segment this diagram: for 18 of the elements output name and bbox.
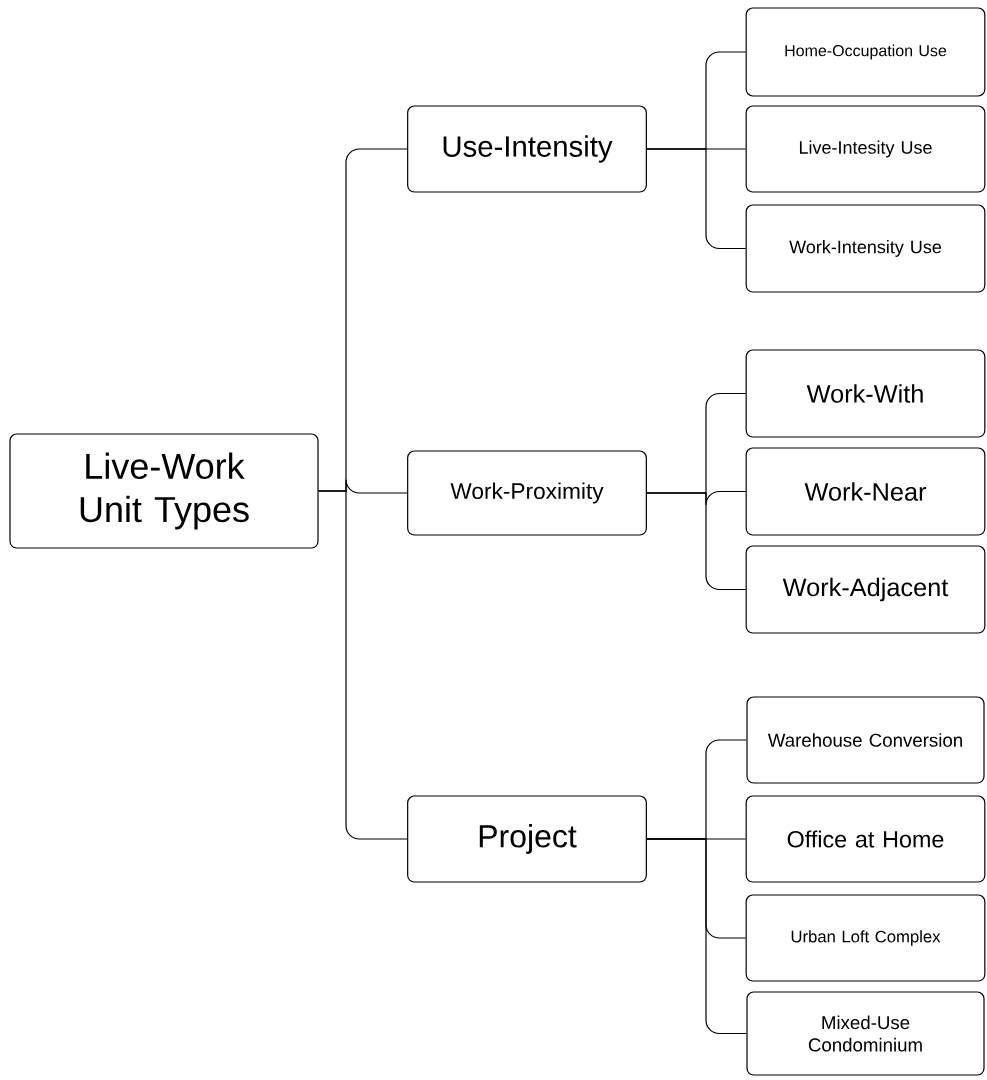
leaf-box: Mixed-Use Condominium (746, 991, 985, 1076)
connector-line (646, 492, 747, 591)
category-box: Project (407, 795, 647, 883)
leaf-box: Work-With (745, 349, 986, 438)
leaf-box: Work-Intensity Use (745, 204, 986, 293)
category-box: Work-Proximity (407, 450, 647, 536)
leaf-box: Urban Loft Complex (745, 894, 986, 982)
leaf-box: Live-Intesity Use (745, 105, 986, 193)
leaf-box: Work-Near (745, 447, 986, 536)
leaf-box: Office at Home (745, 795, 986, 883)
leaf-box: Home-Occupation Use (745, 7, 986, 97)
connector-line (646, 838, 747, 1035)
root-box: Live-Work Unit Types (9, 433, 319, 549)
category-box: Use-Intensity (407, 105, 647, 193)
leaf-box: Warehouse Conversion (746, 696, 985, 784)
connector-line (318, 490, 408, 840)
connector-line (646, 148, 747, 250)
leaf-box: Work-Adjacent (745, 545, 986, 634)
